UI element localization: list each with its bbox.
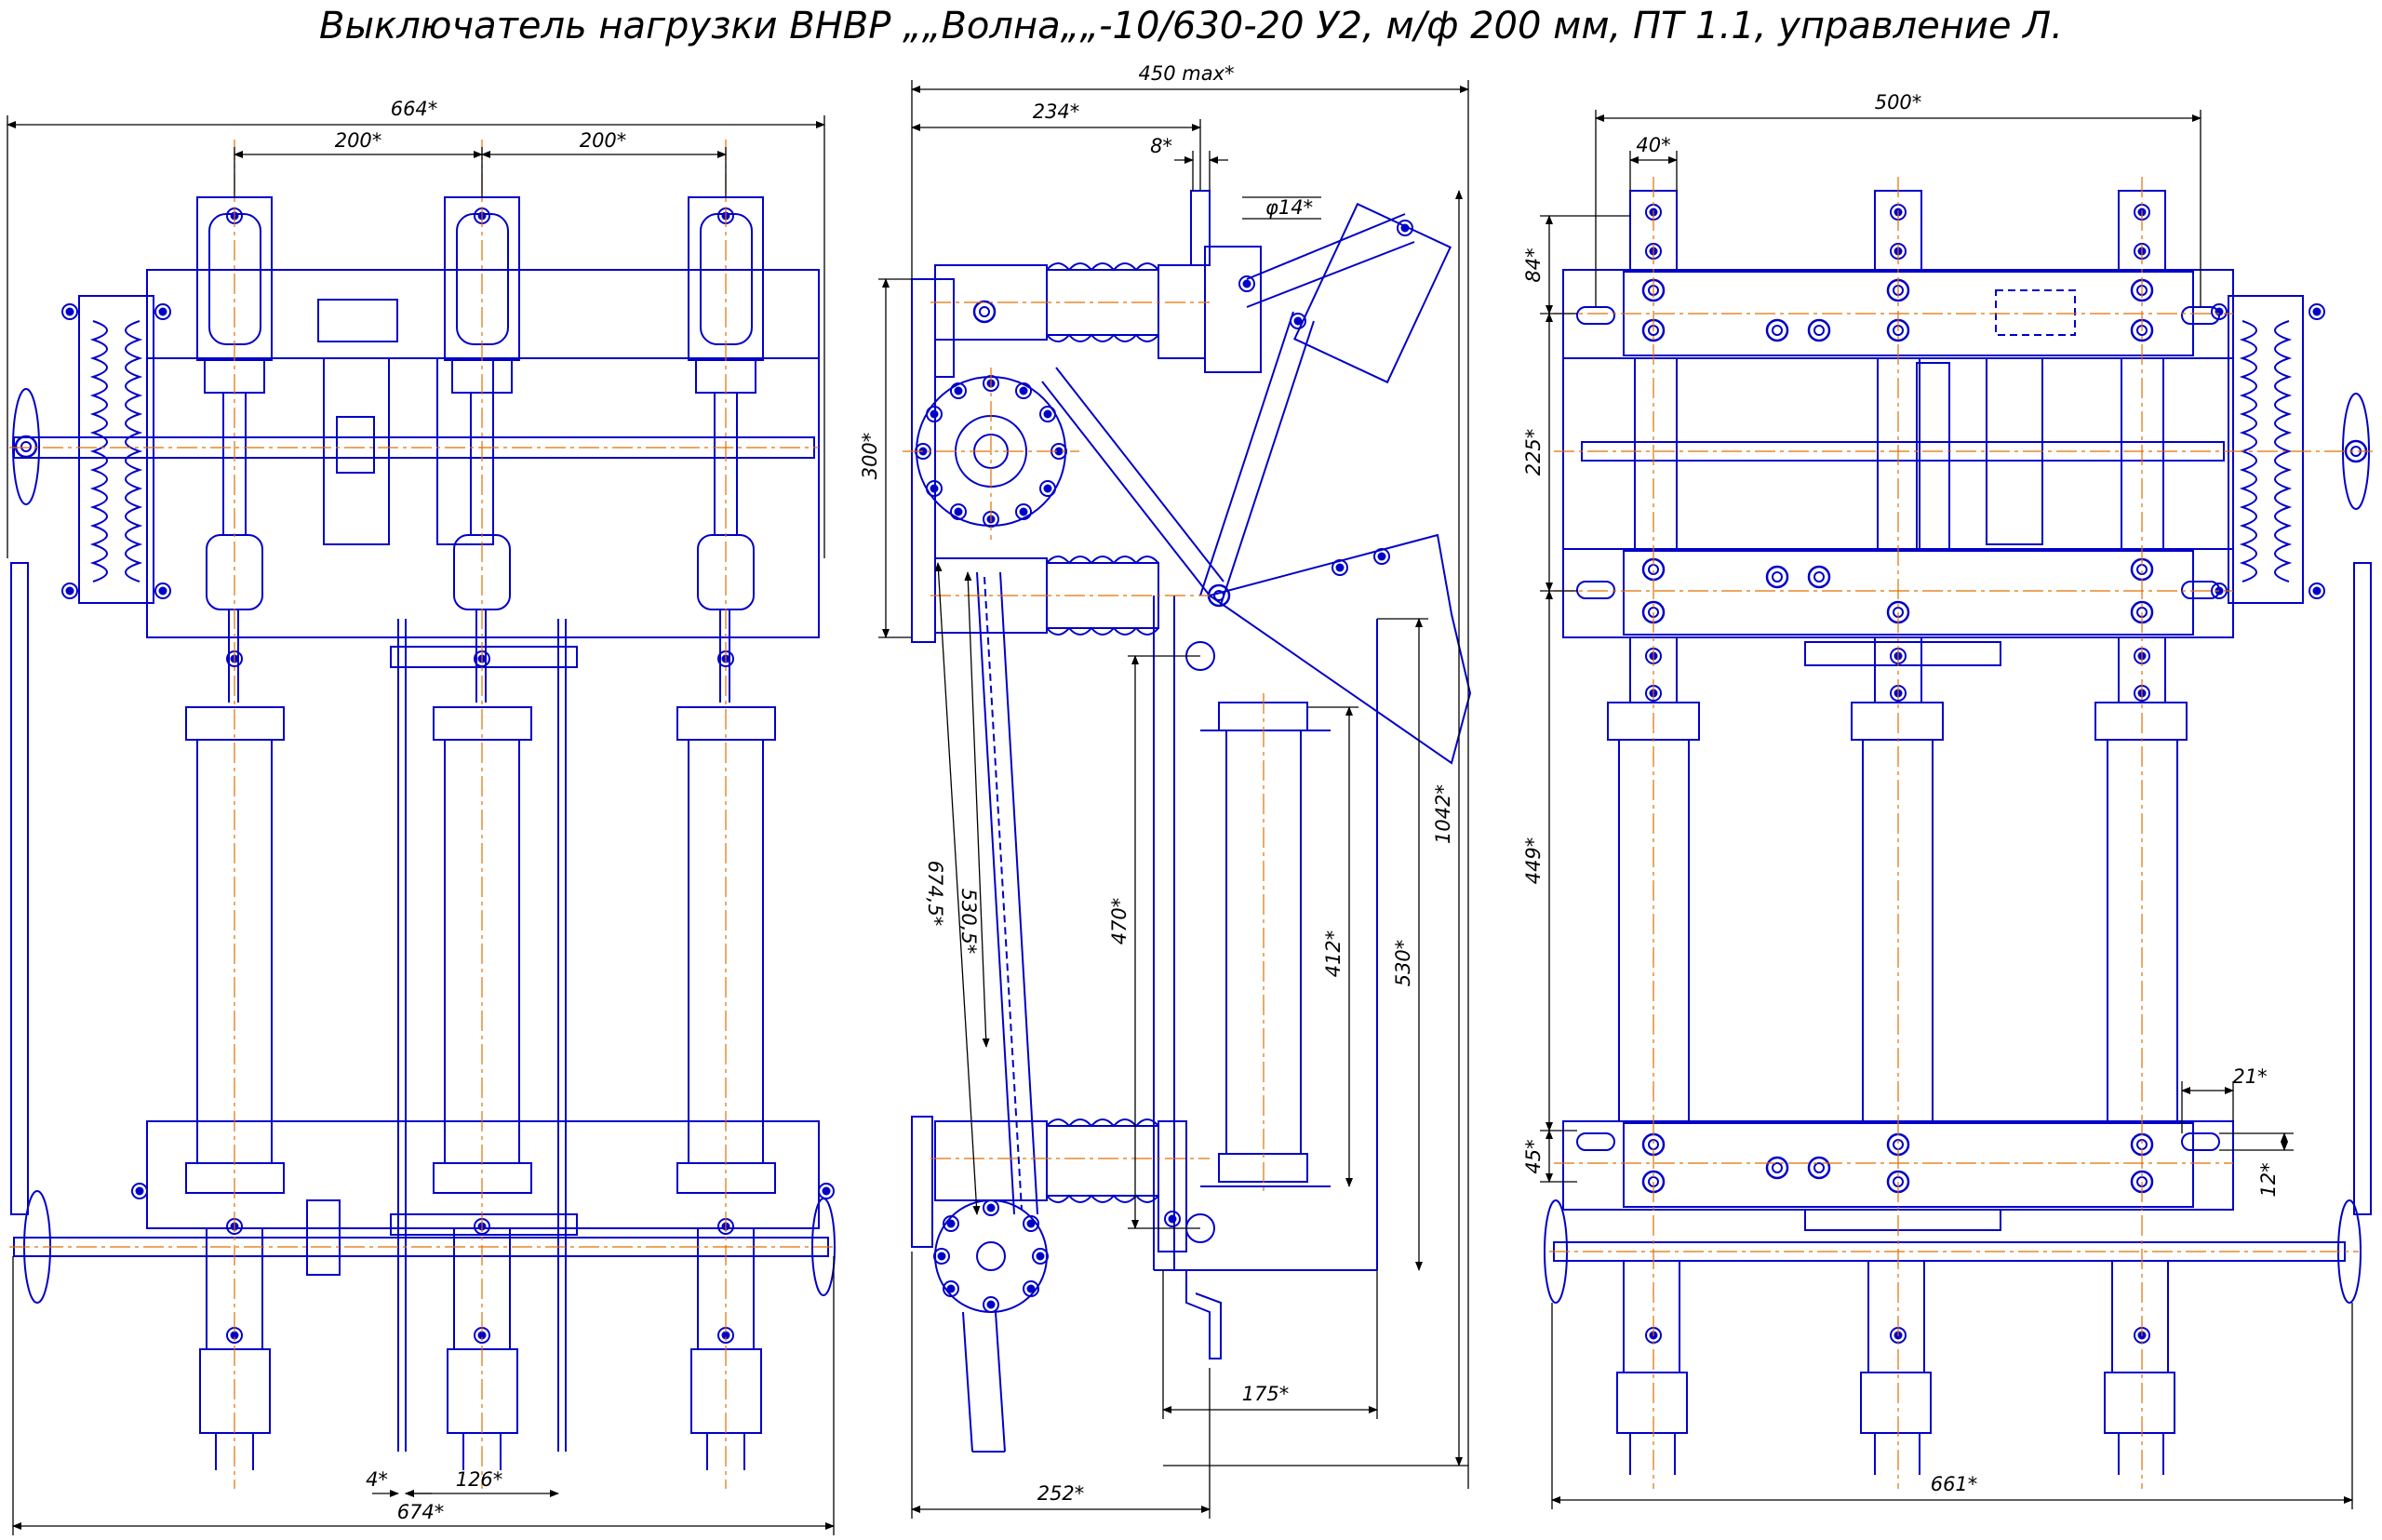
dim-rear-45: 45* [1522,1139,1545,1173]
dim-side-470: 470* [1108,898,1131,945]
dim-rear-40: 40* [1636,134,1670,156]
dim-front-200-left: 200* [335,129,382,152]
dim-rear-500: 500* [1875,91,1922,114]
side-view [911,190,1472,1453]
dim-front-4: 4* [366,1468,388,1491]
dim-side-234: 234* [1033,100,1080,123]
dim-side-450max: 450 max* [1138,62,1234,85]
dim-side-412: 412* [1322,931,1345,978]
dim-rear-225: 225* [1522,429,1545,476]
dim-side-252: 252* [1037,1482,1085,1505]
dim-side-8: 8* [1150,135,1172,157]
dim-side-dia14: φ14* [1265,196,1313,219]
dim-rear-12: 12* [2257,1162,2280,1197]
dim-front-200-right: 200* [580,129,627,152]
dim-side-300: 300* [859,433,881,480]
rear-pole-3 [2094,190,2188,1475]
dim-side-530-5: 530,5* [957,889,980,955]
rear-pole-2 [1851,190,1944,1475]
dim-side-175: 175* [1242,1383,1290,1405]
dim-rear-84: 84* [1522,248,1545,282]
dim-rear-661: 661* [1931,1473,1978,1495]
dim-front-126: 126* [456,1468,503,1491]
rear-view [1544,190,2372,1475]
dim-rear-21: 21* [2232,1065,2267,1088]
dim-side-674-5: 674,5* [924,861,946,927]
dim-front-664: 664* [391,98,438,120]
dim-front-674: 674* [397,1501,445,1523]
dim-side-530: 530* [1392,940,1414,987]
dim-side-1042: 1042* [1432,784,1454,844]
dim-rear-449: 449* [1522,837,1545,885]
drawing-title: Выключатель нагрузки ВНВР „„Волна„„-10/6… [319,5,2063,47]
front-view [10,196,836,1470]
